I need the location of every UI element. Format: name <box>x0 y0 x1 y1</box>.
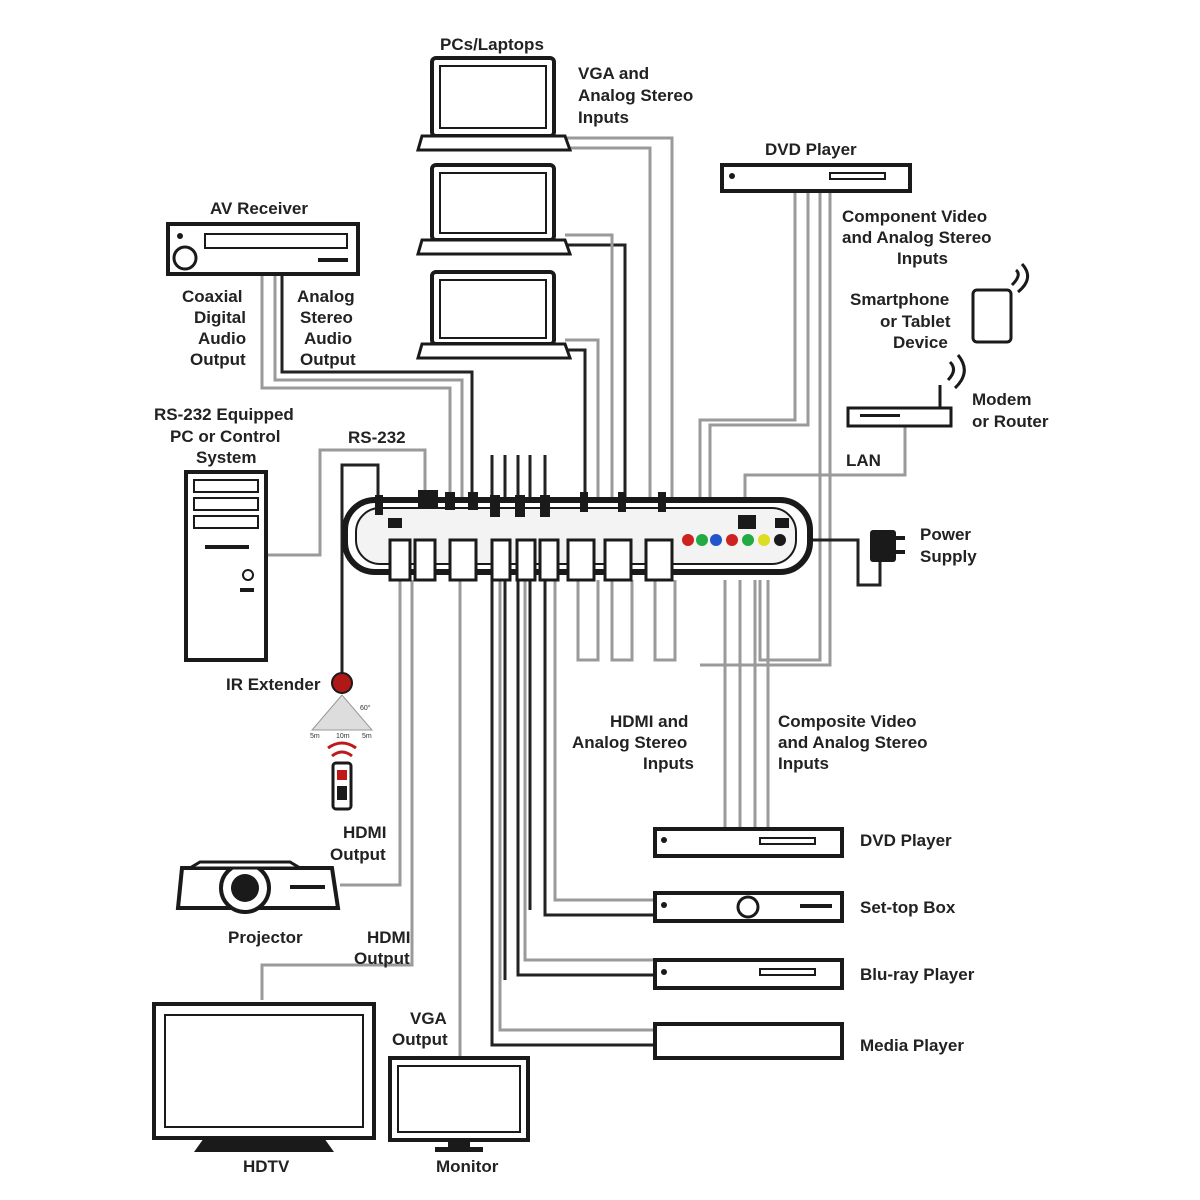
presentation-switcher <box>342 490 813 582</box>
label-rs232-pc-1: RS-232 Equipped <box>154 405 294 424</box>
label-hdmi-inputs-2: Analog Stereo <box>572 733 687 752</box>
label-ir-dist-3: 5m <box>362 733 372 740</box>
desktop-pc-icon <box>184 470 268 662</box>
label-coaxial-2: Digital <box>194 308 246 327</box>
label-rs232-pc-2: PC or Control <box>170 427 281 446</box>
label-av-receiver: AV Receiver <box>210 199 308 218</box>
label-analog-2: Stereo <box>300 308 353 327</box>
label-rs232-pc-3: System <box>196 448 256 467</box>
label-coaxial-4: Output <box>190 350 246 369</box>
settop-box-icon <box>653 891 844 923</box>
label-pcs-laptops: PCs/Laptops <box>440 35 544 54</box>
rca-connectors <box>682 534 786 546</box>
label-composite-3: Inputs <box>778 754 829 773</box>
label-composite-1: Composite Video <box>778 712 917 731</box>
label-coaxial-1: Coaxial <box>182 287 242 306</box>
label-hdmi-output-1b: Output <box>330 845 386 864</box>
router-icon <box>846 354 966 428</box>
label-smartphone-1: Smartphone <box>850 290 949 309</box>
label-dvd-player-top: DVD Player <box>765 140 857 159</box>
label-modem-2: or Router <box>972 412 1049 431</box>
laptop-icon <box>416 163 573 256</box>
label-ir-angle: 60° <box>360 704 371 712</box>
label-media-player: Media Player <box>860 1036 964 1055</box>
label-composite-2: and Analog Stereo <box>778 733 928 752</box>
dvd-player-icon <box>720 163 912 193</box>
dvd-player-bottom-icon <box>653 827 844 858</box>
hdtv-icon <box>152 1002 376 1152</box>
label-component-1: Component Video <box>842 207 987 226</box>
label-vga-output-2: Output <box>392 1030 448 1049</box>
label-bluray: Blu-ray Player <box>860 965 975 984</box>
label-hdmi-output-1a: HDMI <box>343 823 386 842</box>
label-analog-1: Analog <box>297 287 355 306</box>
label-vga-inputs-1: VGA and <box>578 64 649 83</box>
label-analog-3: Audio <box>304 329 352 348</box>
label-hdmi-output-2b: Output <box>354 949 410 968</box>
label-modem-1: Modem <box>972 390 1032 409</box>
laptop-icon <box>416 270 573 360</box>
label-vga-inputs-2: Analog Stereo <box>578 86 693 105</box>
label-vga-output-1: VGA <box>410 1009 447 1028</box>
ir-extender-icon <box>310 672 374 811</box>
monitor-icon <box>388 1056 530 1152</box>
label-hdmi-output-2a: HDMI <box>367 928 410 947</box>
label-monitor: Monitor <box>436 1157 499 1176</box>
label-power-1: Power <box>920 525 971 544</box>
label-vga-inputs-3: Inputs <box>578 108 629 127</box>
label-component-3: Inputs <box>897 249 948 268</box>
label-lan: LAN <box>846 451 881 470</box>
label-component-2: and Analog Stereo <box>842 228 992 247</box>
label-power-2: Supply <box>920 547 977 566</box>
label-hdtv: HDTV <box>243 1157 290 1176</box>
bluray-player-icon <box>653 958 844 990</box>
av-receiver-icon <box>166 222 360 276</box>
label-ir-dist-1: 5m <box>310 733 320 740</box>
label-dvd-player-bottom: DVD Player <box>860 831 952 850</box>
label-hdmi-inputs-1: HDMI and <box>610 712 688 731</box>
tablet-icon <box>971 262 1030 344</box>
label-ir-dist-2: 10m <box>336 733 350 740</box>
label-ir-extender: IR Extender <box>226 675 321 694</box>
label-analog-4: Output <box>300 350 356 369</box>
laptop-icon <box>416 56 573 152</box>
label-smartphone-2: or Tablet <box>880 312 951 331</box>
labels: PCs/Laptops VGA and Analog Stereo Inputs… <box>154 35 1049 1176</box>
label-coaxial-3: Audio <box>198 329 246 348</box>
label-smartphone-3: Device <box>893 333 948 352</box>
cables <box>260 136 907 1060</box>
label-hdmi-inputs-3: Inputs <box>643 754 694 773</box>
power-adapter-icon <box>870 530 905 562</box>
label-rs232: RS-232 <box>348 428 406 447</box>
label-settop-box: Set-top Box <box>860 898 956 917</box>
label-projector: Projector <box>228 928 303 947</box>
media-player-icon <box>653 1022 844 1060</box>
projector-icon <box>175 860 341 914</box>
